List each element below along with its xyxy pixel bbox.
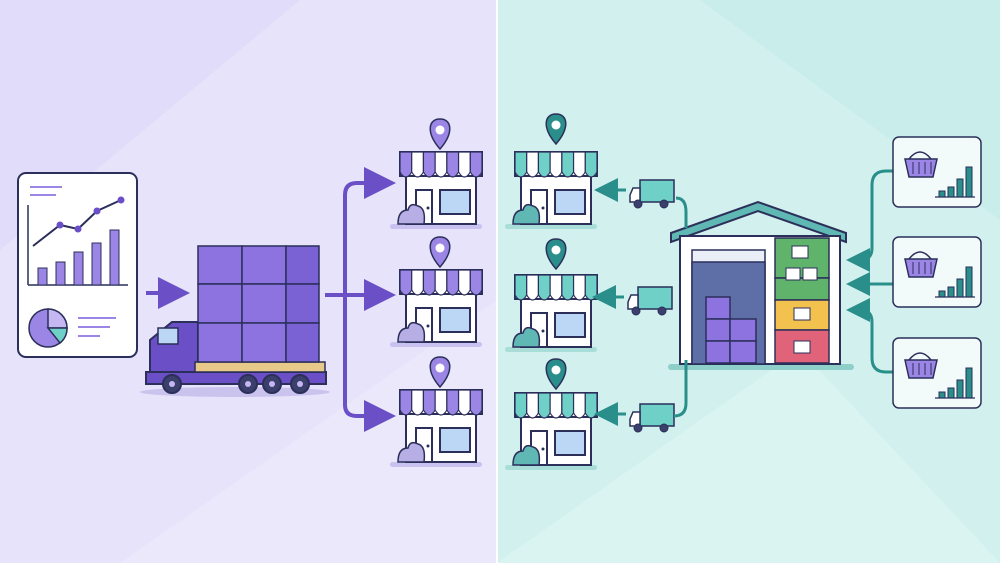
store-icon <box>390 269 483 347</box>
warehouse-icon <box>668 200 854 370</box>
warehouse-to-van-arrows <box>673 196 688 418</box>
store-icon <box>505 274 598 352</box>
location-pin-icon <box>545 358 567 391</box>
bar-chart-icon <box>935 266 975 298</box>
location-pin-icon <box>429 118 451 151</box>
location-pin-icon <box>429 356 451 389</box>
location-pin-icon <box>545 238 567 271</box>
demand-arrows <box>846 169 893 374</box>
demand-card <box>892 136 982 208</box>
location-pin-icon <box>429 236 451 269</box>
bar-chart-icon <box>935 166 975 198</box>
shopping-basket-icon <box>904 151 938 178</box>
delivery-truck-icon <box>140 321 330 397</box>
pallet-boxes-icon <box>197 245 320 363</box>
distribution-arrows <box>325 167 396 432</box>
demand-card <box>892 337 982 409</box>
demand-card <box>892 236 982 308</box>
shopping-basket-icon <box>904 352 938 379</box>
store-icon <box>505 151 598 229</box>
analytics-report-icon <box>17 172 138 358</box>
delivery-van-icon <box>629 179 675 209</box>
delivery-van-icon <box>627 286 673 316</box>
store-icon <box>505 392 598 470</box>
store-icon <box>390 389 483 467</box>
delivery-van-icon <box>629 403 675 433</box>
location-pin-icon <box>545 113 567 146</box>
store-icon <box>390 151 483 229</box>
shopping-basket-icon <box>904 251 938 278</box>
bar-chart-icon <box>935 367 975 399</box>
